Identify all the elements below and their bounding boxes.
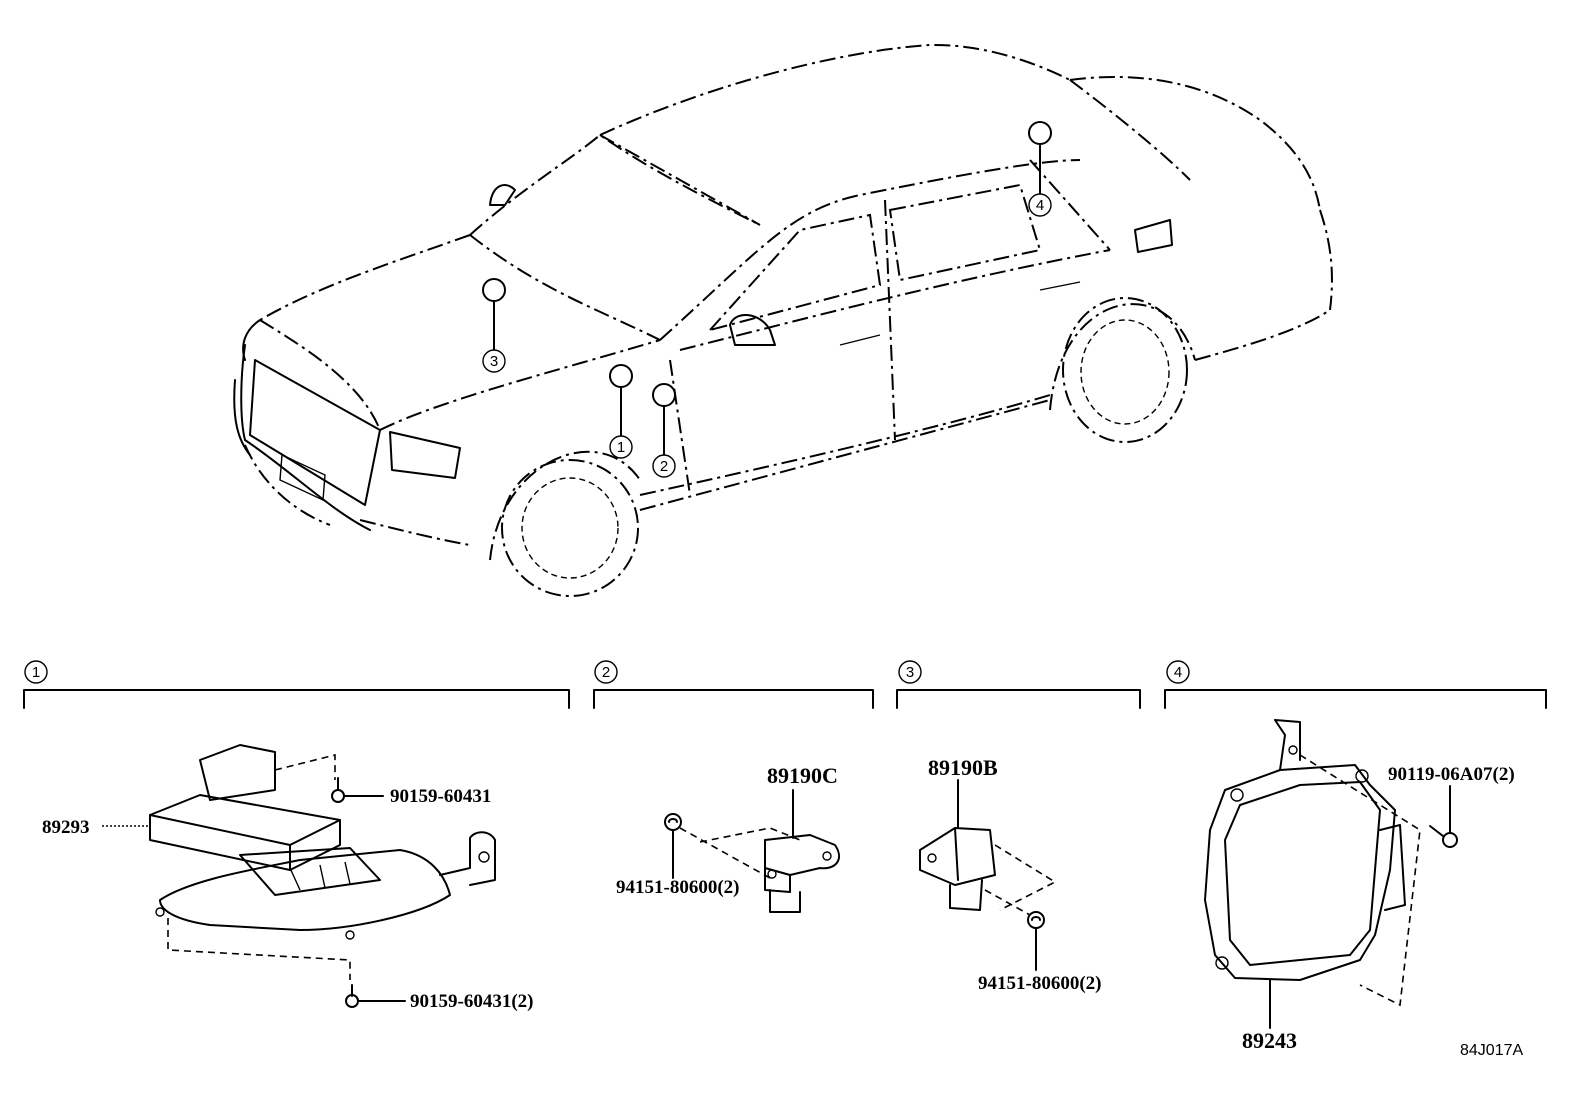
car-callout-2-label: 2: [660, 458, 668, 475]
section-1-number: 1: [32, 664, 40, 681]
car-callout-4-label: 4: [1036, 197, 1044, 214]
car-callout-1-label: 1: [617, 439, 625, 456]
car-callout-3: 3: [482, 278, 506, 373]
part-number-94151-80600-2-a: 94151-80600(2): [616, 877, 739, 898]
section-3-parts: 89190B 94151-80600(2): [919, 755, 1101, 994]
section-4-header: 4: [1164, 660, 1547, 709]
part-number-90159-60431: 90159-60431: [390, 786, 491, 807]
car-callout-3-label: 3: [490, 353, 498, 370]
section-3-number: 3: [906, 664, 914, 681]
part-number-94151-80600-2-b: 94151-80600(2): [978, 973, 1101, 994]
part-number-90119-06A07-2: 90119-06A07(2): [1388, 764, 1515, 785]
part-number-89190C: 89190C: [767, 763, 838, 788]
section-1-parts: 89293 90159-60431 90159-60431(2): [42, 744, 533, 1012]
diagram-code: 84J017A: [1460, 1042, 1523, 1059]
part-number-89243: 89243: [1242, 1028, 1297, 1053]
section-1-header: 1: [23, 660, 570, 709]
section-2-parts: 89190C 94151-80600(2): [616, 763, 840, 913]
car-callout-2: 2: [652, 383, 676, 478]
section-4-parts: 90119-06A07(2) 89243: [1204, 719, 1515, 1053]
part-number-89190B: 89190B: [928, 755, 998, 780]
part-number-90159-60431-2: 90159-60431(2): [410, 991, 533, 1012]
section-4-number: 4: [1174, 664, 1182, 681]
section-2-header: 2: [593, 660, 874, 709]
car-callout-1: 1: [609, 364, 633, 459]
section-2-number: 2: [602, 664, 610, 681]
section-3-header: 3: [896, 660, 1141, 709]
car-callout-4: 4: [1028, 121, 1052, 217]
car-illustration: 3 1 2 4: [233, 43, 1333, 597]
part-number-89293: 89293: [42, 817, 90, 838]
